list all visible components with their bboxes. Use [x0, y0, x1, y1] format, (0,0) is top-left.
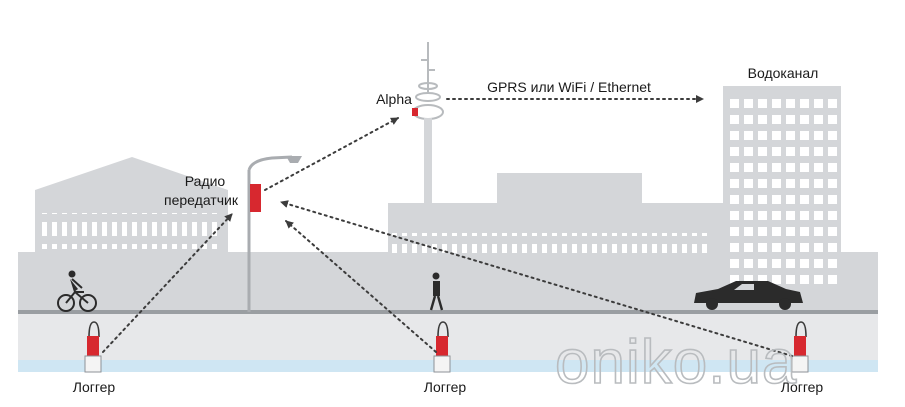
utility-label: Водоканал	[748, 65, 819, 81]
radio-transmitter-device	[250, 184, 261, 212]
logger-right	[791, 321, 809, 373]
logger-label-middle: Логгер	[424, 379, 467, 395]
link-label: GPRS или WiFi / Ethernet	[487, 79, 651, 95]
street-lamp	[247, 155, 302, 312]
link-left-logger-to-transmitter	[102, 213, 233, 353]
link-right-logger-to-transmitter	[280, 200, 793, 357]
alpha-device	[412, 108, 418, 116]
link-transmitter-to-alpha	[264, 117, 399, 191]
tower-windows	[728, 94, 840, 286]
logger-left	[84, 321, 102, 373]
communication-links	[102, 95, 793, 357]
left-building-windows	[42, 213, 222, 249]
middle-building-top	[497, 173, 642, 205]
logger-middle	[433, 321, 451, 373]
middle-building-windows	[392, 233, 712, 253]
cyclist-silhouette	[57, 270, 97, 312]
car-silhouette	[694, 281, 803, 310]
pedestrian-silhouette	[429, 272, 444, 311]
logger-label-right: Логгер	[781, 379, 824, 395]
alpha-label: Alpha	[376, 91, 412, 107]
ground-surface	[18, 310, 878, 314]
watermark: oniko.ua	[555, 328, 797, 397]
logger-label-left: Логгер	[73, 379, 116, 395]
transmitter-label-line2: передатчик	[164, 192, 239, 208]
transmitter-label-line1: Радио	[185, 173, 226, 189]
radio-tower	[412, 42, 444, 204]
